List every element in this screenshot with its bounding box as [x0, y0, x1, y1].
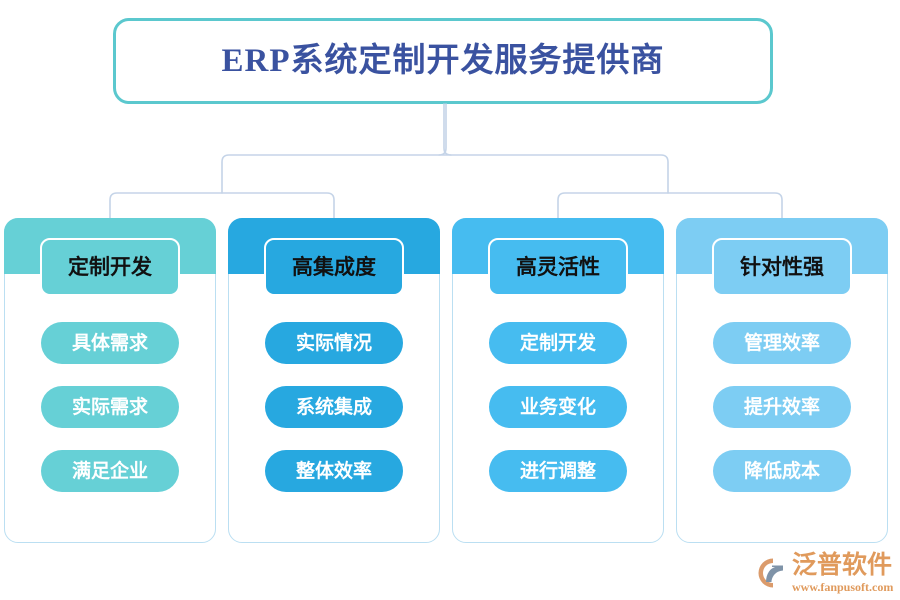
- column-card-4[interactable]: 针对性强管理效率提升效率降低成本: [676, 218, 888, 543]
- card-header-label: 高灵活性: [516, 254, 600, 279]
- card-item-list: 定制开发业务变化进行调整: [452, 322, 664, 514]
- list-item-label: 系统集成: [295, 396, 372, 418]
- diagram-title-box: ERP系统定制开发服务提供商: [113, 18, 773, 104]
- list-item[interactable]: 业务变化: [489, 386, 627, 428]
- list-item[interactable]: 实际需求: [41, 386, 179, 428]
- list-item-label: 降低成本: [743, 460, 820, 482]
- list-item[interactable]: 整体效率: [265, 450, 403, 492]
- fanpu-logo-icon: [758, 558, 783, 588]
- list-item-label: 整体效率: [295, 460, 372, 482]
- card-item-list: 管理效率提升效率降低成本: [676, 322, 888, 514]
- card-header-label: 定制开发: [68, 254, 152, 279]
- column-card-2[interactable]: 高集成度实际情况系统集成整体效率: [228, 218, 440, 543]
- list-item-label: 定制开发: [519, 332, 596, 354]
- list-item[interactable]: 满足企业: [41, 450, 179, 492]
- column-card-1[interactable]: 定制开发具体需求实际需求满足企业: [4, 218, 216, 543]
- list-item[interactable]: 具体需求: [41, 322, 179, 364]
- level2-bracket-left: [109, 192, 335, 219]
- card-header-2[interactable]: 高集成度: [264, 238, 404, 296]
- card-header-4[interactable]: 针对性强: [712, 238, 852, 296]
- trunk-line-right: [438, 103, 447, 156]
- level2-bracket-right: [557, 192, 783, 219]
- card-item-list: 具体需求实际需求满足企业: [4, 322, 216, 514]
- list-item-label: 提升效率: [743, 396, 820, 418]
- card-header-label: 针对性强: [740, 254, 824, 279]
- column-card-3[interactable]: 高灵活性定制开发业务变化进行调整: [452, 218, 664, 543]
- list-item[interactable]: 降低成本: [713, 450, 851, 492]
- list-item-label: 业务变化: [519, 396, 596, 418]
- card-header-label: 高集成度: [292, 254, 376, 279]
- logo-text-block: 泛普软件 www.fanpusoft.com: [792, 553, 893, 593]
- logo-website-url: www.fanpusoft.com: [792, 580, 894, 594]
- logo-company-name: 泛普软件: [792, 552, 893, 579]
- trunk-line-left: [443, 103, 452, 156]
- list-item-label: 进行调整: [519, 460, 596, 482]
- list-item[interactable]: 定制开发: [489, 322, 627, 364]
- list-item[interactable]: 实际情况: [265, 322, 403, 364]
- list-item[interactable]: 管理效率: [713, 322, 851, 364]
- list-item-label: 具体需求: [71, 332, 148, 354]
- list-item[interactable]: 进行调整: [489, 450, 627, 492]
- list-item[interactable]: 系统集成: [265, 386, 403, 428]
- card-header-3[interactable]: 高灵活性: [488, 238, 628, 296]
- card-header-1[interactable]: 定制开发: [40, 238, 180, 296]
- list-item-label: 管理效率: [743, 332, 820, 354]
- page-title: ERP系统定制开发服务提供商: [221, 42, 665, 79]
- list-item[interactable]: 提升效率: [713, 386, 851, 428]
- card-item-list: 实际情况系统集成整体效率: [228, 322, 440, 514]
- list-item-label: 实际情况: [295, 332, 372, 354]
- brand-logo: 泛普软件 www.fanpusoft.com: [757, 551, 897, 595]
- list-item-label: 满足企业: [71, 460, 148, 482]
- list-item-label: 实际需求: [71, 396, 148, 418]
- level1-bracket: [221, 154, 669, 194]
